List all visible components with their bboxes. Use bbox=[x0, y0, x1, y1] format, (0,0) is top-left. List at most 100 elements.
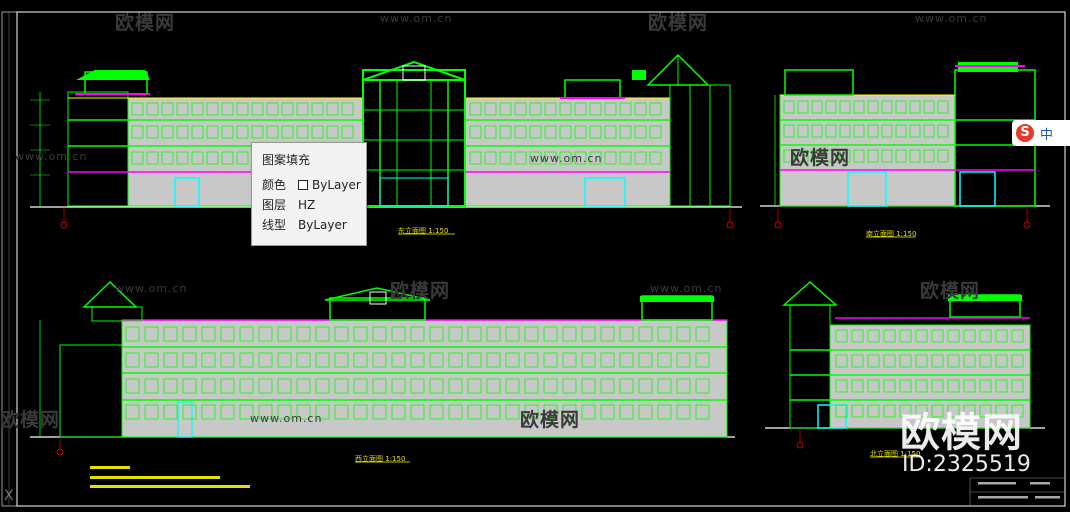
window-mark bbox=[220, 352, 235, 368]
window-mark bbox=[562, 378, 577, 394]
window-mark bbox=[220, 378, 235, 394]
window-mark bbox=[995, 404, 1008, 418]
window-mark bbox=[221, 125, 234, 139]
window-mark bbox=[296, 125, 309, 139]
window-mark bbox=[676, 378, 691, 394]
window-mark bbox=[486, 326, 501, 342]
window-mark bbox=[505, 326, 520, 342]
window-mark bbox=[851, 329, 864, 343]
window-mark bbox=[206, 102, 219, 116]
window-mark bbox=[486, 404, 501, 420]
window-mark bbox=[676, 404, 691, 420]
window-mark bbox=[206, 125, 219, 139]
window-mark bbox=[296, 102, 309, 116]
window-mark bbox=[429, 326, 444, 342]
window-mark bbox=[931, 354, 944, 368]
window-mark bbox=[915, 329, 928, 343]
window-mark bbox=[574, 102, 587, 116]
window-mark bbox=[963, 404, 976, 418]
window-mark bbox=[161, 151, 174, 165]
watermark-logo: 欧模网 bbox=[900, 410, 1023, 456]
window-mark bbox=[391, 352, 406, 368]
window-mark bbox=[581, 352, 596, 368]
window-mark bbox=[544, 125, 557, 139]
window-mark bbox=[895, 124, 907, 138]
window-mark bbox=[448, 326, 463, 342]
window-mark bbox=[484, 151, 497, 165]
window-mark bbox=[277, 404, 292, 420]
window-mark bbox=[811, 124, 823, 138]
ime-toolbar[interactable]: S 中 bbox=[1012, 120, 1070, 146]
watermark-brand: 欧模网 bbox=[648, 12, 709, 34]
window-mark bbox=[649, 125, 662, 139]
window-mark bbox=[619, 404, 634, 420]
watermark-url: www.om.cn bbox=[115, 282, 188, 295]
window-mark bbox=[448, 352, 463, 368]
window-mark bbox=[797, 149, 809, 163]
window-mark bbox=[429, 352, 444, 368]
window-mark bbox=[899, 329, 912, 343]
window-mark bbox=[995, 379, 1008, 393]
window-mark bbox=[883, 379, 896, 393]
window-mark bbox=[125, 352, 140, 368]
window-mark bbox=[131, 102, 144, 116]
window-mark bbox=[835, 354, 848, 368]
window-mark bbox=[266, 102, 279, 116]
window-mark bbox=[995, 354, 1008, 368]
window-mark bbox=[695, 378, 710, 394]
window-mark bbox=[529, 102, 542, 116]
window-mark bbox=[853, 124, 865, 138]
window-mark bbox=[619, 125, 632, 139]
window-mark bbox=[895, 100, 907, 114]
window-mark bbox=[1011, 379, 1024, 393]
tooltip-linetype-key: 线型 bbox=[262, 218, 287, 232]
window-mark bbox=[239, 378, 254, 394]
sogou-logo-icon[interactable]: S bbox=[1016, 124, 1034, 142]
window-mark bbox=[125, 378, 140, 394]
window-mark bbox=[201, 404, 216, 420]
window-mark bbox=[1011, 354, 1024, 368]
window-mark bbox=[883, 354, 896, 368]
window-mark bbox=[486, 352, 501, 368]
window-mark bbox=[469, 102, 482, 116]
window-mark bbox=[311, 125, 324, 139]
window-mark bbox=[638, 404, 653, 420]
window-mark bbox=[176, 125, 189, 139]
window-mark bbox=[619, 102, 632, 116]
window-mark bbox=[947, 379, 960, 393]
window-mark bbox=[825, 124, 837, 138]
window-mark bbox=[467, 352, 482, 368]
ime-mode-toggle[interactable]: 中 bbox=[1040, 128, 1054, 143]
window-mark bbox=[311, 102, 324, 116]
tooltip-linetype-value: ByLayer bbox=[298, 218, 347, 232]
window-mark bbox=[825, 149, 837, 163]
window-mark bbox=[915, 354, 928, 368]
window-mark bbox=[544, 151, 557, 165]
color-swatch-icon bbox=[298, 180, 308, 190]
window-mark bbox=[923, 124, 935, 138]
window-mark bbox=[657, 326, 672, 342]
window-mark bbox=[867, 100, 879, 114]
window-mark bbox=[221, 151, 234, 165]
window-mark bbox=[296, 352, 311, 368]
window-mark bbox=[469, 125, 482, 139]
window-mark bbox=[524, 404, 539, 420]
window-mark bbox=[239, 326, 254, 342]
window-mark bbox=[783, 149, 795, 163]
window-mark bbox=[353, 404, 368, 420]
window-mark bbox=[236, 102, 249, 116]
window-mark bbox=[467, 378, 482, 394]
window-mark bbox=[695, 404, 710, 420]
window-mark bbox=[529, 151, 542, 165]
window-mark bbox=[448, 404, 463, 420]
window-mark bbox=[909, 149, 921, 163]
window-mark bbox=[543, 326, 558, 342]
window-mark bbox=[899, 404, 912, 418]
window-mark bbox=[574, 151, 587, 165]
window-mark bbox=[979, 329, 992, 343]
window-mark bbox=[909, 100, 921, 114]
window-mark bbox=[182, 326, 197, 342]
